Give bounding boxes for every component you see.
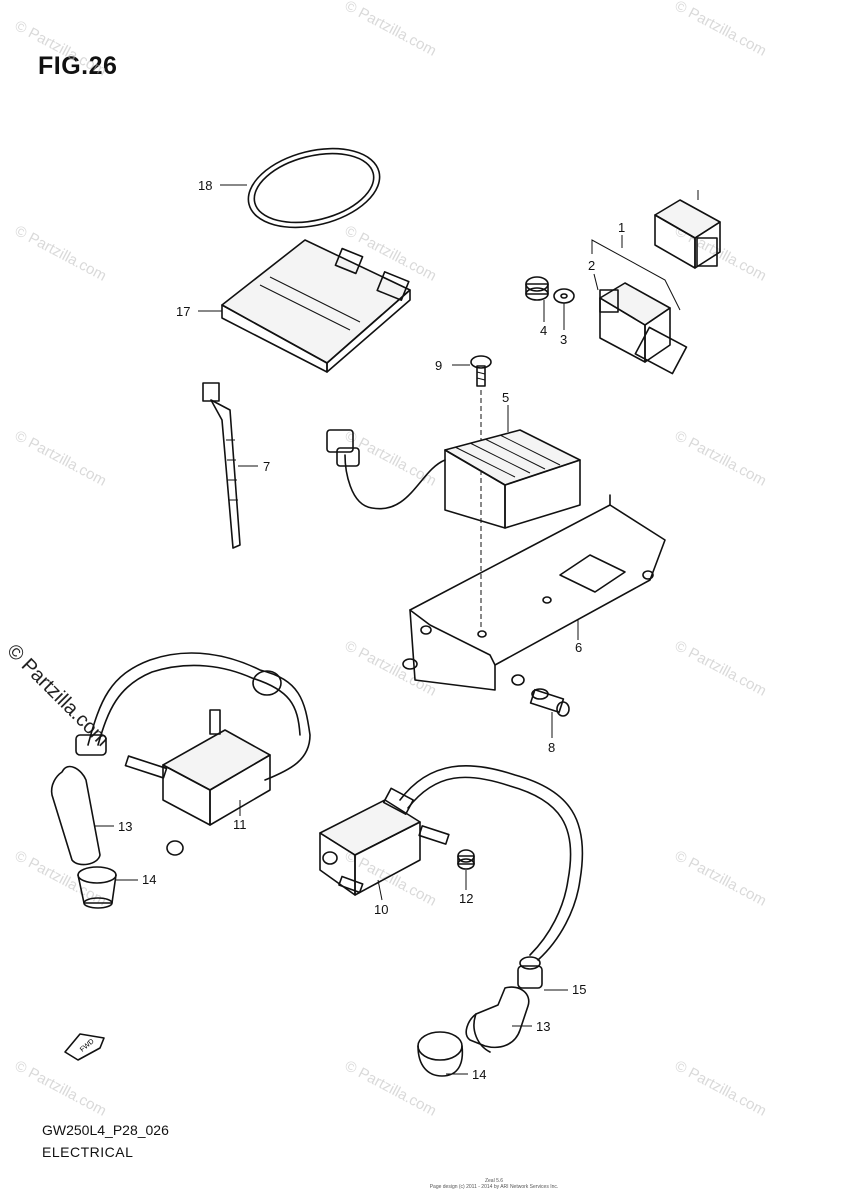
part-nut-12[interactable] — [457, 849, 475, 870]
page-code: GW250L4_P28_026 — [42, 1122, 169, 1138]
part-regulator-rectifier[interactable] — [326, 429, 581, 529]
callout-15: 15 — [572, 982, 586, 997]
part-ecm-unit[interactable] — [221, 239, 411, 373]
callout-13a: 13 — [118, 819, 132, 834]
callout-13b: 13 — [536, 1019, 550, 1034]
part-washer[interactable] — [553, 288, 575, 304]
part-screw[interactable] — [470, 355, 492, 387]
callout-17: 18 — [198, 178, 212, 193]
callout-1: 1 — [618, 220, 625, 235]
part-ignition-coil-11[interactable] — [87, 652, 311, 856]
callout-4: 4 — [540, 323, 547, 338]
callout-2: 2 — [588, 258, 595, 273]
part-seal-right[interactable] — [417, 1031, 464, 1077]
callout-16: 17 — [176, 304, 190, 319]
callout-5: 5 — [502, 390, 509, 405]
callout-6: 6 — [575, 640, 582, 655]
part-ignition-coil-10[interactable] — [319, 765, 584, 961]
callout-10: 10 — [374, 902, 388, 917]
callout-8: 8 — [548, 740, 555, 755]
footer-line-1: Zeal 5.6 — [484, 1178, 504, 1184]
part-relay[interactable] — [654, 199, 721, 269]
part-bolt[interactable] — [529, 688, 570, 717]
part-band[interactable] — [240, 136, 388, 240]
callout-3: 3 — [560, 332, 567, 347]
fwd-arrow-icon: FWD — [64, 1033, 105, 1061]
part-plug-cap-right[interactable] — [465, 986, 530, 1053]
part-cap-seal[interactable] — [517, 956, 543, 989]
page-footer: Zeal 5.6 Page design (c) 2011 - 2014 by … — [394, 1178, 594, 1190]
page-section: ELECTRICAL — [42, 1144, 134, 1160]
part-starter-relay[interactable] — [599, 282, 688, 375]
part-plug-cap-left[interactable] — [50, 734, 107, 866]
part-bracket[interactable] — [402, 494, 666, 691]
callout-7: 7 — [263, 459, 270, 474]
callout-11: 11 — [233, 817, 247, 832]
part-seal-left[interactable] — [77, 866, 117, 909]
figure-title: FIG.26 — [38, 52, 118, 80]
part-cable-tie[interactable] — [202, 382, 241, 549]
callout-9: 9 — [435, 358, 442, 373]
callout-14a: 14 — [142, 872, 156, 887]
callout-12: 12 — [459, 891, 473, 906]
part-nut[interactable] — [525, 276, 549, 301]
callout-14b: 14 — [472, 1067, 486, 1082]
footer-line-2: Page design (c) 2011 - 2014 by ARI Netwo… — [429, 1184, 559, 1190]
